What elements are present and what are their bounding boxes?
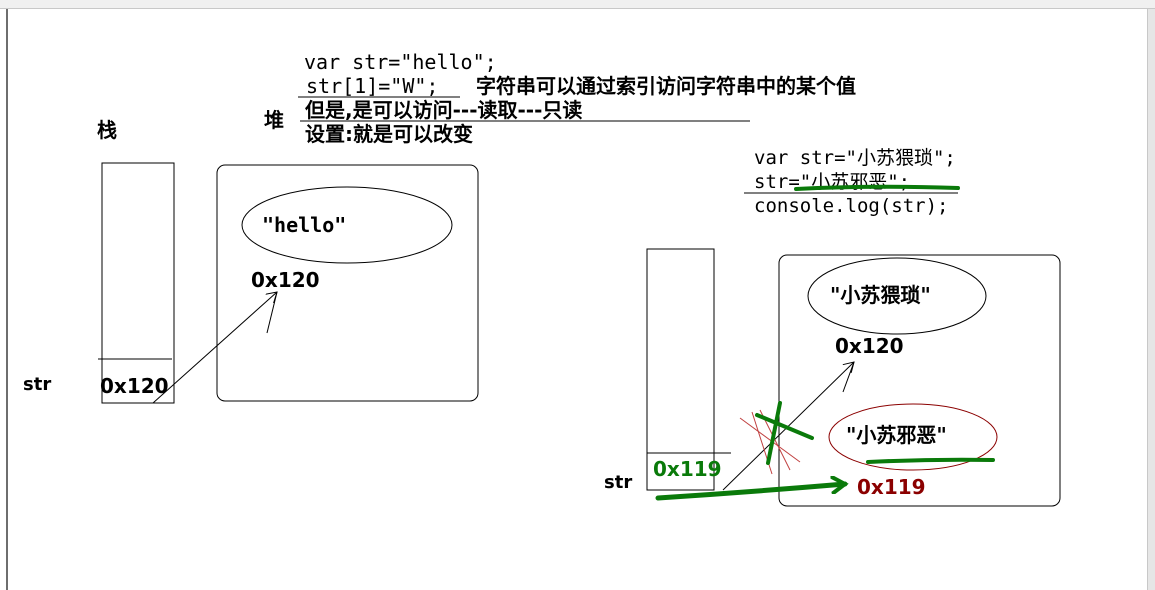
heap-address: 0x120 <box>251 268 320 292</box>
heap-label: 堆 <box>264 108 284 132</box>
window-top-bar <box>0 0 1155 9</box>
right-diagram: str 0x119 "小苏猥琐" 0x120 "小苏邪恶" 0x119 <box>604 248 1061 507</box>
heap-string1-value: "小苏猥琐" <box>830 283 931 307</box>
heap-box <box>216 164 479 402</box>
heap-string2-ellipse <box>828 403 998 471</box>
heap-string-value: "hello" <box>262 213 346 237</box>
old-pointer-arrow <box>722 362 854 491</box>
pointer-arrow-tick <box>266 291 278 334</box>
red-cross-stroke-1 <box>739 417 801 463</box>
heap-address1: 0x120 <box>835 334 904 358</box>
right-stack-column <box>646 248 715 491</box>
right-code-block: var str="小苏猥琐"; str="小苏邪恶"; console.log(… <box>744 147 960 217</box>
note-line-3: 但是,是可以访问---读取---只读 <box>305 98 582 122</box>
old-pointer-arrow-tick <box>842 361 855 393</box>
code-line-2-green-highlight <box>794 184 960 191</box>
heap-string2-green-underline <box>866 457 995 464</box>
note-line-1: var str="hello"; <box>304 50 497 74</box>
note-line-2-text: 字符串可以通过索引访问字符串中的某个值 <box>476 74 856 98</box>
left-diagram: 栈 堆 str 0x120 "hello" 0x120 <box>23 108 479 404</box>
canvas-left-border <box>6 9 8 590</box>
heap-string1-ellipse <box>807 257 987 335</box>
stack-label: 栈 <box>97 118 117 142</box>
right-stack-var-name: str <box>604 472 632 493</box>
code-line-3: console.log(str); <box>754 195 948 217</box>
note-line-4: 设置:就是可以改变 <box>305 122 473 146</box>
right-stack-value: 0x119 <box>653 457 722 481</box>
note-line-2-code: str[1]="W"; <box>306 74 438 98</box>
stack-value: 0x120 <box>100 374 169 398</box>
new-pointer-green-arrow <box>655 484 845 501</box>
canvas-right-scrollbar[interactable] <box>1147 9 1155 590</box>
green-cross-stroke-2 <box>755 413 814 440</box>
right-heap-box <box>778 254 1061 507</box>
heap-string2-value: "小苏邪恶" <box>846 423 947 447</box>
code-line-1: var str="小苏猥琐"; <box>754 147 956 169</box>
green-cross-stroke-1 <box>766 401 782 465</box>
pointer-arrow <box>152 292 277 404</box>
code-line-2: str="小苏邪恶"; <box>754 171 910 193</box>
heap-address2: 0x119 <box>857 475 926 499</box>
stack-var-name: str <box>23 374 51 395</box>
heap-string-ellipse <box>241 186 453 264</box>
notes-block: var str="hello"; str[1]="W"; 字符串可以通过索引访问… <box>298 50 856 146</box>
stack-column <box>101 162 175 404</box>
